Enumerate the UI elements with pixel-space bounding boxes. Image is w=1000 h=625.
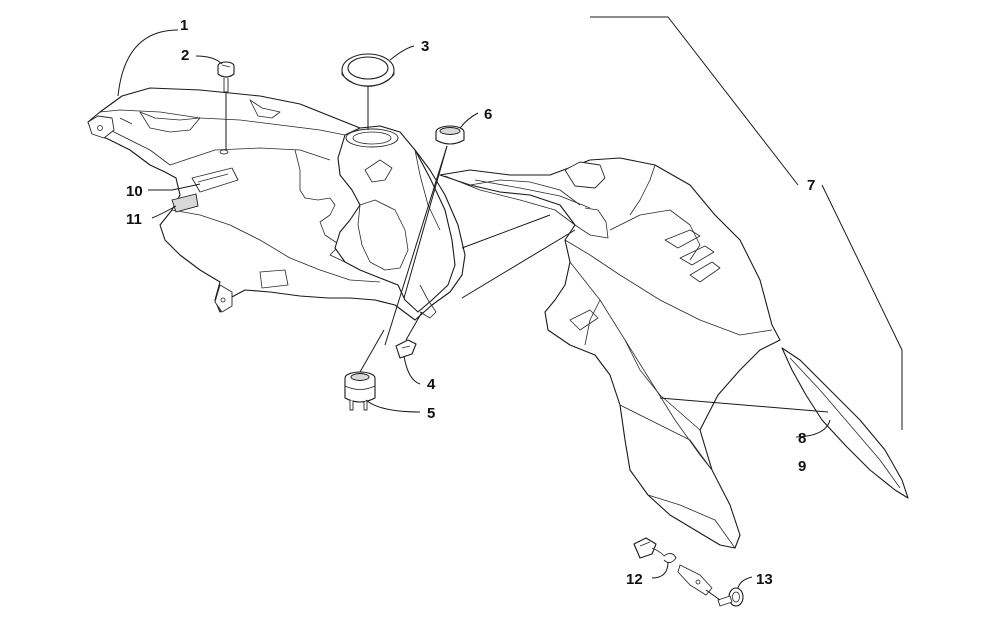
- callout-13: 13: [756, 571, 773, 588]
- screw: [217, 61, 235, 150]
- push-rivet: [705, 587, 744, 607]
- callout-8: 8: [798, 430, 806, 447]
- gauge-bezel-ring: [341, 53, 395, 130]
- callout-5: 5: [427, 405, 435, 422]
- callout-7: 7: [807, 177, 815, 194]
- callout-leaders: [117, 16, 903, 589]
- callout-1: 1: [180, 17, 188, 34]
- bracket-clip: [633, 537, 677, 563]
- decal-label: [191, 167, 239, 193]
- trim-strip: [781, 347, 909, 499]
- callout-3: 3: [421, 38, 429, 55]
- callout-12: 12: [626, 571, 643, 588]
- callout-labels: 1 2 3 4 5 6 7 8 9 10 11 12 13: [126, 17, 815, 588]
- callout-6: 6: [484, 106, 492, 123]
- callout-11: 11: [126, 211, 142, 228]
- foam-pad: [171, 193, 199, 213]
- cap-plug: [384, 125, 465, 346]
- ignition-switch: [344, 329, 385, 411]
- side-panel: [439, 157, 781, 596]
- callout-4: 4: [427, 376, 436, 393]
- front-console-panel: [87, 87, 466, 321]
- clip: [395, 311, 423, 359]
- callout-9: 9: [798, 458, 806, 475]
- guide-lines: [461, 214, 829, 413]
- callout-2: 2: [181, 47, 189, 64]
- callout-10: 10: [126, 183, 143, 200]
